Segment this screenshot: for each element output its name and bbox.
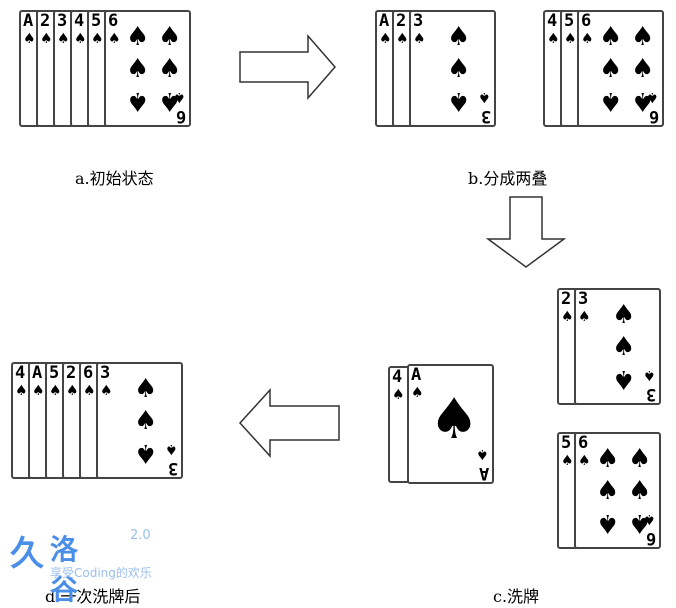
spade-icon: ♠ [578, 453, 591, 469]
watermark-slogan: 享受Coding的欢乐 [50, 566, 152, 580]
watermark-logo: 久 [10, 534, 44, 574]
playing-card: 3♠3♠♠♠♠ [409, 10, 496, 127]
spade-icon: ♠ [612, 332, 636, 362]
label-b: b.分成两叠 [468, 169, 548, 188]
spade-icon: ♠ [134, 406, 158, 436]
spade-icon: ♠ [612, 300, 636, 330]
spade-icon: ♠ [578, 309, 591, 325]
spade-icon: ♠ [612, 364, 636, 394]
card-rank: 3 [578, 289, 589, 309]
playing-card: 6♠6♠♠♠♠♠♠♠ [104, 10, 191, 127]
watermark-version: 2.0 [130, 528, 151, 543]
spade-icon: ♠ [561, 309, 574, 325]
spade-icon: ♠ [396, 31, 409, 47]
spade-icon: ♠ [66, 383, 79, 399]
spade-icon: ♠ [599, 86, 623, 116]
spade-icon: ♠ [411, 385, 424, 401]
card-rank-bottom: 3 [480, 106, 491, 126]
card-rank: 6 [83, 363, 94, 383]
spade-icon: ♠ [631, 54, 655, 84]
card-rank: 2 [561, 289, 572, 309]
playing-card: A♠A♠♠ [407, 364, 494, 484]
spade-icon: ♠ [447, 54, 471, 84]
spade-icon: ♠ [165, 441, 178, 457]
spade-icon: ♠ [478, 89, 491, 105]
spade-icon: ♠ [581, 31, 594, 47]
spade-icon: ♠ [447, 22, 471, 52]
spade-icon: ♠ [126, 22, 150, 52]
playing-card: 3♠3♠♠♠♠ [574, 288, 661, 405]
card-rank-bottom: 3 [167, 458, 178, 478]
spade-icon: ♠ [379, 31, 392, 47]
card-rank: A [411, 365, 422, 385]
card-rank: 3 [57, 11, 68, 31]
card-rank-bottom: A [478, 463, 489, 483]
spade-icon: ♠ [599, 22, 623, 52]
spade-icon: ♠ [447, 86, 471, 116]
card-rank-bottom: 3 [645, 384, 656, 404]
spade-icon: ♠ [15, 383, 28, 399]
spade-icon: ♠ [596, 508, 620, 538]
spade-icon: ♠ [126, 54, 150, 84]
card-rank: 4 [74, 11, 85, 31]
spade-icon: ♠ [108, 31, 121, 47]
spade-icon: ♠ [40, 31, 53, 47]
card-rank: 5 [91, 11, 102, 31]
card-rank: A [23, 11, 34, 31]
spade-icon: ♠ [158, 54, 182, 84]
spade-icon: ♠ [23, 31, 36, 47]
spade-icon: ♠ [564, 31, 577, 47]
spade-icon: ♠ [631, 86, 655, 116]
spade-icon: ♠ [32, 383, 45, 399]
spade-icon: ♠ [599, 54, 623, 84]
arrow-down-icon [485, 196, 567, 268]
spade-icon: ♠ [596, 444, 620, 474]
card-rank: 3 [100, 363, 111, 383]
arrow-left-icon [238, 388, 340, 458]
spade-icon: ♠ [100, 383, 113, 399]
card-rank: 3 [413, 11, 424, 31]
card-rank: A [32, 363, 43, 383]
card-rank: 2 [66, 363, 77, 383]
spade-icon: ♠ [413, 31, 426, 47]
card-rank: A [379, 11, 390, 31]
card-rank: 6 [108, 11, 119, 31]
card-rank: 4 [547, 11, 558, 31]
spade-icon: ♠ [547, 31, 560, 47]
card-rank: 5 [49, 363, 60, 383]
spade-icon: ♠ [561, 453, 574, 469]
spade-icon: ♠ [158, 22, 182, 52]
spade-icon: ♠ [158, 86, 182, 116]
label-c: c.洗牌 [493, 587, 540, 606]
spade-icon: ♠ [429, 387, 480, 452]
spade-icon: ♠ [134, 374, 158, 404]
spade-icon: ♠ [134, 438, 158, 468]
spade-icon: ♠ [83, 383, 96, 399]
arrow-right-icon [239, 34, 336, 100]
spade-icon: ♠ [643, 367, 656, 383]
card-rank: 4 [392, 367, 403, 387]
spade-icon: ♠ [126, 86, 150, 116]
playing-card: 3♠3♠♠♠♠ [96, 362, 183, 479]
spade-icon: ♠ [392, 387, 405, 403]
card-rank: 6 [578, 433, 589, 453]
card-rank: 4 [15, 363, 26, 383]
spade-icon: ♠ [74, 31, 87, 47]
playing-card: 6♠6♠♠♠♠♠♠♠ [577, 10, 664, 127]
card-rank: 5 [564, 11, 575, 31]
spade-icon: ♠ [596, 476, 620, 506]
spade-icon: ♠ [628, 476, 652, 506]
card-rank: 2 [40, 11, 51, 31]
spade-icon: ♠ [628, 444, 652, 474]
spade-icon: ♠ [91, 31, 104, 47]
spade-icon: ♠ [57, 31, 70, 47]
playing-card: 6♠6♠♠♠♠♠♠♠ [574, 432, 661, 549]
spade-icon: ♠ [628, 508, 652, 538]
spade-icon: ♠ [49, 383, 62, 399]
label-a: a.初始状态 [75, 169, 154, 188]
card-rank: 6 [581, 11, 592, 31]
card-rank: 5 [561, 433, 572, 453]
card-rank: 2 [396, 11, 407, 31]
spade-icon: ♠ [631, 22, 655, 52]
